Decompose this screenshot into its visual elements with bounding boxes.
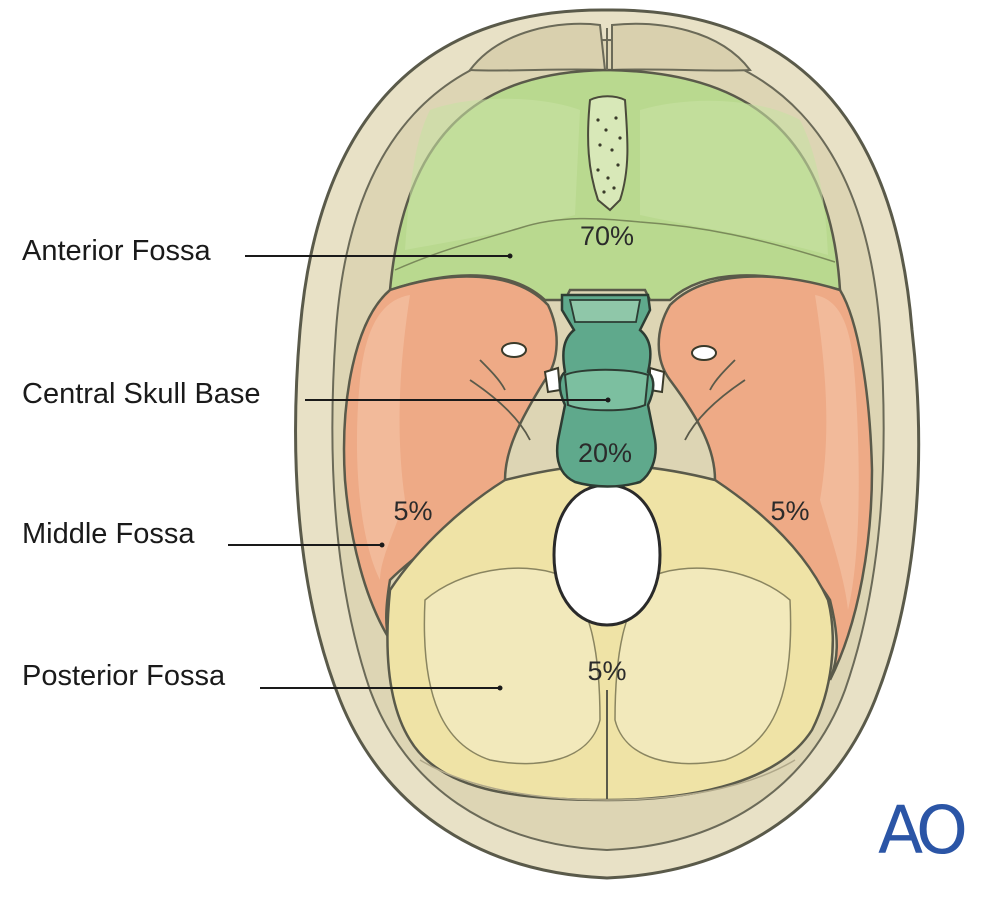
leader-dot-anterior — [508, 254, 513, 259]
leader-dot-middle — [380, 543, 385, 548]
anterior-clinoid — [570, 300, 640, 322]
label-posterior-fossa: Posterior Fossa — [22, 660, 225, 693]
pct-central: 20% — [578, 438, 632, 468]
label-anterior-fossa: Anterior Fossa — [22, 235, 211, 268]
pct-middle-left: 5% — [393, 496, 432, 526]
ao-logo: AO — [878, 792, 962, 869]
leader-dot-central — [606, 398, 611, 403]
label-central-skull-base: Central Skull Base — [22, 378, 261, 411]
foramen-left — [502, 343, 526, 357]
leader-dot-posterior — [498, 686, 503, 691]
foramen-magnum — [554, 485, 660, 625]
pct-anterior: 70% — [580, 221, 634, 251]
foramen-lacerum-left — [545, 368, 560, 392]
foramen-right — [692, 346, 716, 360]
pct-posterior: 5% — [587, 656, 626, 686]
label-middle-fossa: Middle Fossa — [22, 518, 194, 551]
pct-middle-right: 5% — [770, 496, 809, 526]
sella-turcica — [565, 370, 648, 411]
